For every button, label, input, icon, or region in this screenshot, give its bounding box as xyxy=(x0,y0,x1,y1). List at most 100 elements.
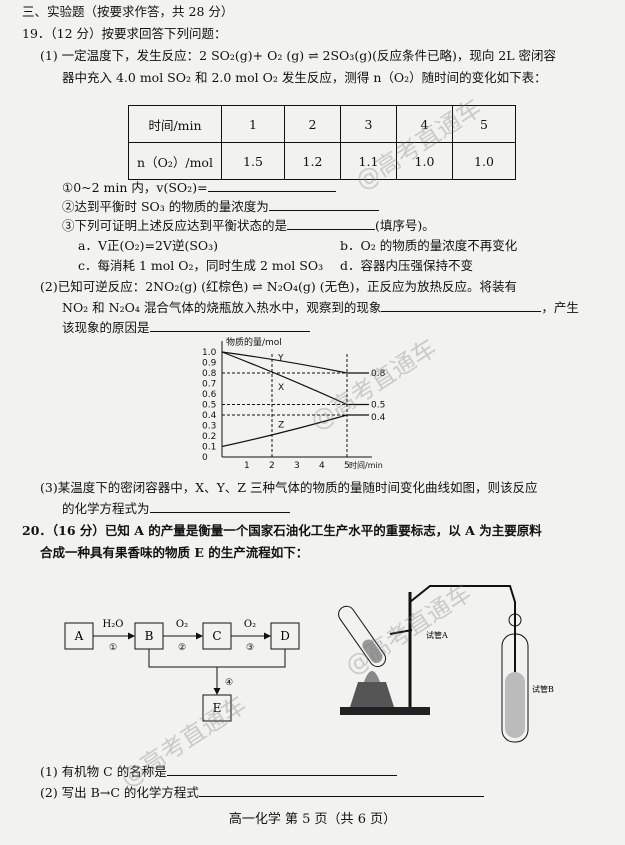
arrow-1-label: H₂O xyxy=(103,619,124,630)
q19-s2: ②达到平衡时 SO₃ 的物质的量浓度为 xyxy=(62,199,379,215)
box-e xyxy=(202,694,232,722)
page-footer: 高一化学 第 5 页（共 6 页） xyxy=(228,812,397,827)
curve-x xyxy=(221,351,369,406)
answer-blank[interactable] xyxy=(381,300,542,312)
answer-blank[interactable] xyxy=(287,218,376,230)
section-title: 三、实验题 xyxy=(22,4,85,19)
table-cell: 1.1 xyxy=(340,142,397,180)
answer-blank[interactable] xyxy=(166,764,397,776)
q19-header: 19．（12 分）按要求回答下列问题： xyxy=(22,26,227,41)
q19-p2-line2-text: NO₂ 和 N₂O₄ 混合气体的烧瓶放入热水中，观察到的现象 xyxy=(62,300,382,315)
x-tick-label: 5 xyxy=(344,461,350,471)
table-cell: 1.2 xyxy=(284,142,341,180)
arrow-4-num: ④ xyxy=(225,678,233,688)
answer-blank[interactable] xyxy=(268,199,379,211)
q19-p2-line2-tail: ，产生 xyxy=(541,300,579,315)
table-header-time: 时间/min xyxy=(128,105,222,143)
x-tick-label: 4 xyxy=(319,461,325,471)
connector-bd xyxy=(148,649,286,668)
q19-p2-line2: NO₂ 和 N₂O₄ 混合气体的烧瓶放入热水中，观察到的现象 ，产生 xyxy=(62,300,579,316)
q19-s3-tail: (填序号)。 xyxy=(375,218,435,233)
box-a-label: A xyxy=(74,629,84,643)
y-tick-label: 0.1 xyxy=(202,443,216,453)
o2-time-table: 时间/min 1 2 3 4 5 n（O₂）/mol 1.5 1.2 1.1 1… xyxy=(128,105,516,180)
end-label: 0.5 xyxy=(371,401,385,411)
option-d: d．容器内压强保持不变 xyxy=(340,258,474,273)
y-tick-label: 0.5 xyxy=(202,401,216,411)
table-cell: 1.0 xyxy=(452,142,516,180)
curve-label-x: X xyxy=(278,383,284,393)
q20-s2: (2) 写出 B→C 的化学方程式 xyxy=(40,785,484,801)
q19-s1: ①0~2 min 内，v(SO₂)= xyxy=(62,180,336,196)
y-axis-label: 物质的量/mol xyxy=(226,336,282,348)
delivery-tube xyxy=(409,585,516,682)
table-cell: 1.5 xyxy=(221,142,285,180)
q19-s3: ③下列可证明上述反应达到平衡状态的是 (填序号)。 xyxy=(62,218,435,234)
curve-z xyxy=(221,414,369,448)
table-cell: 4 xyxy=(396,105,453,143)
option-c: c．每消耗 1 mol O₂，同时生成 2 mol SO₃ xyxy=(78,258,324,273)
q19-p2-line1: (2)已知可逆反应：2NO₂(g) (红棕色) ⇌ N₂O₄(g) (无色)，正… xyxy=(40,279,517,294)
answer-blank[interactable] xyxy=(198,785,484,797)
q19-p1-line2: 器中充入 4.0 mol SO₂ 和 2.0 mol O₂ 发生反应，测得 n（… xyxy=(62,70,547,85)
box-c-label: C xyxy=(212,629,221,643)
y-tick-label: 0.7 xyxy=(202,380,216,390)
q19-p2-line3: 该现象的原因是 xyxy=(62,320,310,336)
table-header-n: n（O₂）/mol xyxy=(128,142,222,180)
q20-line2: 合成一种具有果香味的物质 E 的生产流程如下： xyxy=(40,545,309,560)
answer-blank[interactable] xyxy=(207,180,336,192)
stand-base xyxy=(340,707,430,715)
q20-s2-text: (2) 写出 B→C 的化学方程式 xyxy=(40,785,199,800)
section-note: （按要求作答，共 28 分） xyxy=(84,4,234,19)
q19-s3-text: ③下列可证明上述反应达到平衡状态的是 xyxy=(62,218,288,233)
answer-blank[interactable] xyxy=(149,320,310,332)
answer-blank[interactable] xyxy=(149,501,290,513)
y-tick-label: 1.0 xyxy=(202,348,217,358)
curve-y xyxy=(221,351,369,374)
option-b: b．O₂ 的物质的量浓度不再变化 xyxy=(340,238,518,253)
q20-s1: (1) 有机物 C 的名称是 xyxy=(40,764,397,780)
table-cell: 2 xyxy=(284,105,341,143)
arrow-3-label: O₂ xyxy=(244,619,256,630)
y-tick-label: 0.2 xyxy=(202,432,216,442)
q20-s1-text: (1) 有机物 C 的名称是 xyxy=(40,764,167,779)
tube-b-label: 试管B xyxy=(532,684,554,694)
box-b-label: B xyxy=(145,629,154,643)
q19-p1-line1: (1) 一定温度下，发生反应：2 SO₂(g)+ O₂ (g) ⇌ 2SO₃(g… xyxy=(40,48,557,63)
arrow-3-num: ③ xyxy=(246,643,254,653)
test-tube-a xyxy=(338,605,387,668)
option-a: a．V正(O₂)=2V逆(SO₃) xyxy=(78,238,219,253)
table-cell: 1 xyxy=(221,105,285,143)
end-label: 0.8 xyxy=(371,369,386,379)
table-cell: 1.0 xyxy=(396,142,453,180)
table-cell: 5 xyxy=(452,105,516,143)
tube-a-label: 试管A xyxy=(426,630,448,640)
burner-icon xyxy=(350,682,394,707)
test-tube-b xyxy=(501,633,529,743)
flame-icon xyxy=(364,671,380,682)
q20-line1: 20．（16 分）已知 A 的产量是衡量一个国家石油化工生产水平的重要标志，以 … xyxy=(22,523,542,538)
curve-label-z: Z xyxy=(278,421,284,431)
box-e-label: E xyxy=(213,701,222,715)
arrow-2-label: O₂ xyxy=(176,619,188,630)
x-tick-label: 2 xyxy=(269,461,275,471)
y-tick-label: 0.3 xyxy=(202,422,216,432)
x-axis-label: 时间/min xyxy=(349,460,383,470)
q19-s1-text: ①0~2 min 内，v(SO₂)= xyxy=(62,180,208,195)
q19-p2-line3-text: 该现象的原因是 xyxy=(62,320,150,335)
arrow-1-num: ① xyxy=(109,643,117,653)
x-tick-label: 3 xyxy=(294,461,300,471)
box-d-label: D xyxy=(280,629,290,643)
y-tick-label: 0.6 xyxy=(202,390,217,400)
distillation-apparatus: 试管A 试管B xyxy=(338,585,554,743)
arrow-2-num: ② xyxy=(178,643,186,653)
y-tick-label: 0.8 xyxy=(202,369,217,379)
y-tick-label: 0.9 xyxy=(202,359,217,369)
table-row: n（O₂）/mol 1.5 1.2 1.1 1.0 1.0 xyxy=(128,142,516,180)
clamp xyxy=(389,629,413,635)
y-tick-label: 0.4 xyxy=(202,411,217,421)
x-tick-label: 1 xyxy=(244,461,250,471)
tube-b-liquid xyxy=(505,672,525,738)
section-header: 三、实验题（按要求作答，共 28 分） xyxy=(22,4,233,20)
